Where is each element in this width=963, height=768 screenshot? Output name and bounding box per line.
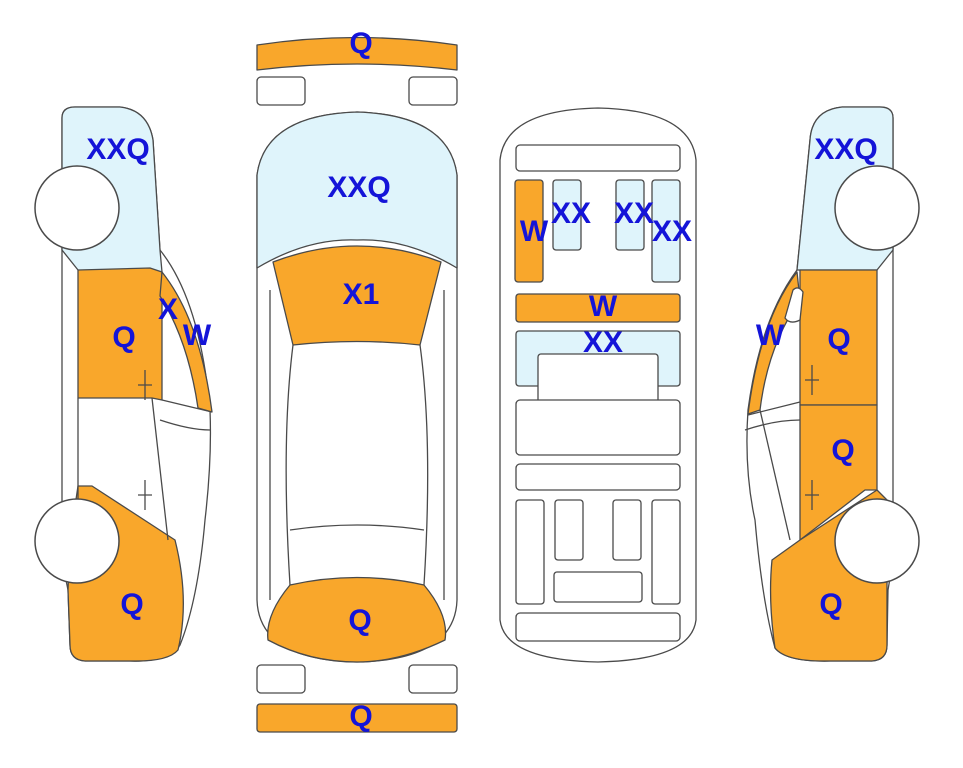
interior-glass-3[interactable] (651, 179, 681, 283)
mark-left-window-a: X (158, 293, 178, 326)
interior-floor-panel[interactable] (515, 399, 681, 456)
interior-rear-seat-3[interactable] (612, 499, 642, 561)
mark-right-rear-quarter: Q (819, 588, 842, 621)
top-front-light-left[interactable] (256, 76, 306, 106)
top-front-bumper[interactable] (256, 36, 458, 71)
right-window-pillar[interactable] (747, 271, 801, 415)
mark-top-hood: X1 (343, 278, 380, 311)
interior-trunk-tray[interactable] (553, 571, 643, 603)
interior-top-bar[interactable] (515, 144, 681, 172)
top-windshield-glass[interactable] (256, 111, 458, 269)
interior-rear-seat-1[interactable] (515, 499, 545, 605)
interior-glass-2[interactable] (615, 179, 645, 251)
mark-top-front-bumper: Q (349, 27, 372, 60)
right-door-handle-1 (805, 365, 819, 395)
mark-right-front-door: Q (827, 323, 850, 356)
mark-interior-glass-1: XX (551, 197, 591, 230)
left-door-handle-2 (138, 480, 152, 510)
right-door-line (744, 401, 801, 541)
right-door-handle-2 (805, 480, 819, 510)
mark-interior-bar: W (589, 290, 618, 323)
right-rear-wheel[interactable] (834, 498, 920, 584)
mark-top-trunk: Q (348, 604, 371, 637)
top-rear-light-right[interactable] (408, 664, 458, 694)
left-door-line (77, 397, 213, 541)
interior-view: W XX XX XX W XX (499, 107, 697, 663)
interior-middle-bar[interactable] (515, 293, 681, 323)
left-door-handle-1 (138, 370, 152, 400)
top-hood-panel[interactable] (272, 245, 442, 346)
top-front-light-right[interactable] (408, 76, 458, 106)
top-view: Q XXQ X1 Q Q (256, 27, 458, 733)
mark-top-rear-bumper: Q (349, 700, 372, 733)
right-side-view: XXQ W Q Q Q (744, 106, 920, 662)
left-rear-wheel[interactable] (34, 498, 120, 584)
mark-interior-glass-2: XX (614, 197, 654, 230)
mark-left-windshield: XXQ (86, 133, 149, 166)
right-front-wheel[interactable] (834, 165, 920, 251)
mark-interior-glass-4: XX (583, 326, 623, 359)
mark-top-windshield: XXQ (327, 171, 390, 204)
interior-glass-1[interactable] (552, 179, 582, 251)
interior-trunk-floor[interactable] (515, 612, 681, 642)
top-rear-light-left[interactable] (256, 664, 306, 694)
mark-left-rear-quarter: Q (120, 588, 143, 621)
interior-rear-seat-2[interactable] (554, 499, 584, 561)
mark-right-window: W (756, 319, 785, 352)
right-rear-door-panel[interactable] (799, 404, 878, 541)
mark-interior-glass-3: XX (652, 215, 692, 248)
top-rear-bumper[interactable] (256, 703, 458, 733)
left-side-view: XXQ Q X W Q (34, 106, 213, 662)
mark-right-rear-door: Q (831, 434, 854, 467)
left-front-wheel[interactable] (34, 165, 120, 251)
mark-left-window-b: W (183, 319, 212, 352)
mark-interior-left-window: W (520, 215, 549, 248)
interior-left-window[interactable] (514, 179, 544, 283)
interior-rear-bar[interactable] (515, 463, 681, 491)
top-roof-outline (269, 290, 445, 600)
mark-right-windshield: XXQ (814, 133, 877, 166)
interior-rear-seat-4[interactable] (651, 499, 681, 605)
right-mirror[interactable] (784, 287, 804, 323)
top-trunk-panel[interactable] (267, 576, 447, 663)
mark-left-front-door: Q (112, 321, 135, 354)
